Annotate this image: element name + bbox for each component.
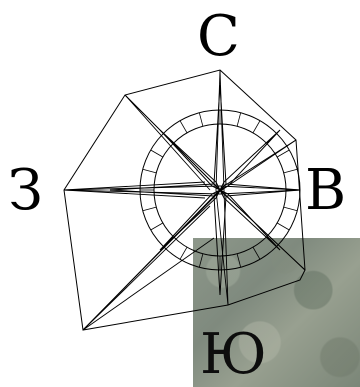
outer-polygon [64, 70, 305, 330]
direction-north-label: С [197, 9, 240, 65]
direction-south-label: Ю [200, 327, 267, 383]
direction-west-label: З [8, 163, 43, 219]
direction-east-label: В [305, 163, 346, 219]
compass-star [110, 85, 300, 295]
